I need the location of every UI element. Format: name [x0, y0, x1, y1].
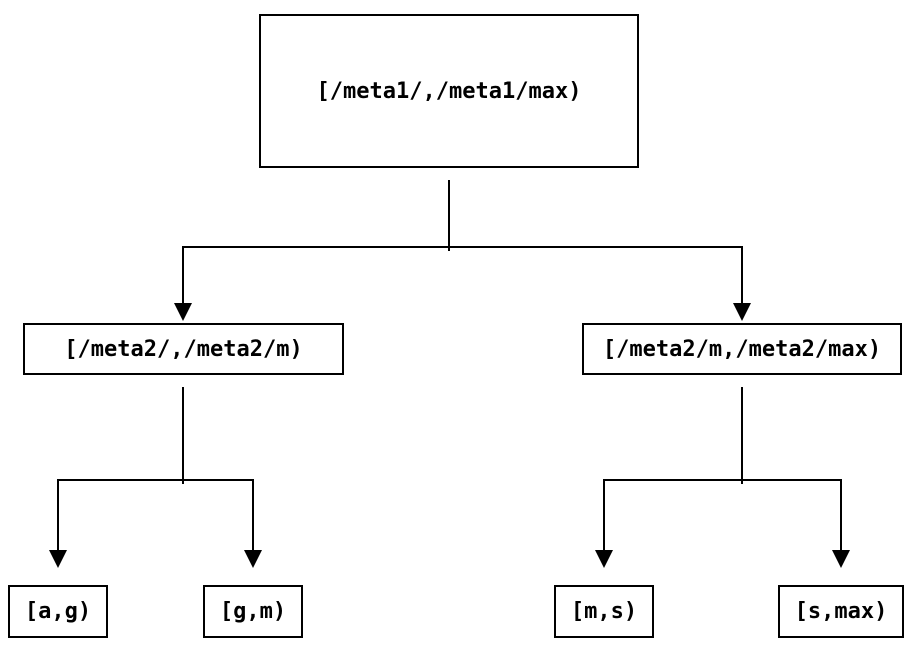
arrow-down-icon	[595, 550, 613, 568]
node-leaf-ms: [m,s)	[554, 585, 654, 638]
arrow-down-icon	[49, 550, 67, 568]
arrow-down-icon	[832, 550, 850, 568]
node-label: [a,g)	[24, 599, 92, 624]
node-leaf-gm: [g,m)	[203, 585, 303, 638]
node-leaf-ag: [a,g)	[8, 585, 108, 638]
node-left-interval: [/meta2/,/meta2/m)	[23, 323, 344, 375]
node-right-interval: [/meta2/m,/meta2/max)	[582, 323, 902, 375]
edge-root-to-level2	[174, 180, 751, 321]
node-leaf-smax: [s,max)	[778, 585, 904, 638]
node-label: [m,s)	[570, 599, 638, 624]
node-root-interval: [/meta1/,/meta1/max)	[259, 14, 639, 168]
arrow-down-icon	[244, 550, 262, 568]
edge-right-node-to-leaves	[595, 387, 850, 568]
node-label: [g,m)	[219, 599, 287, 624]
arrow-down-icon	[733, 303, 751, 321]
edge-left-node-to-leaves	[49, 387, 262, 568]
node-label: [/meta2/,/meta2/m)	[64, 336, 303, 362]
node-label: [s,max)	[794, 599, 888, 624]
arrow-down-icon	[174, 303, 192, 321]
node-label: [/meta2/m,/meta2/max)	[602, 336, 882, 362]
node-label: [/meta1/,/meta1/max)	[316, 78, 582, 104]
